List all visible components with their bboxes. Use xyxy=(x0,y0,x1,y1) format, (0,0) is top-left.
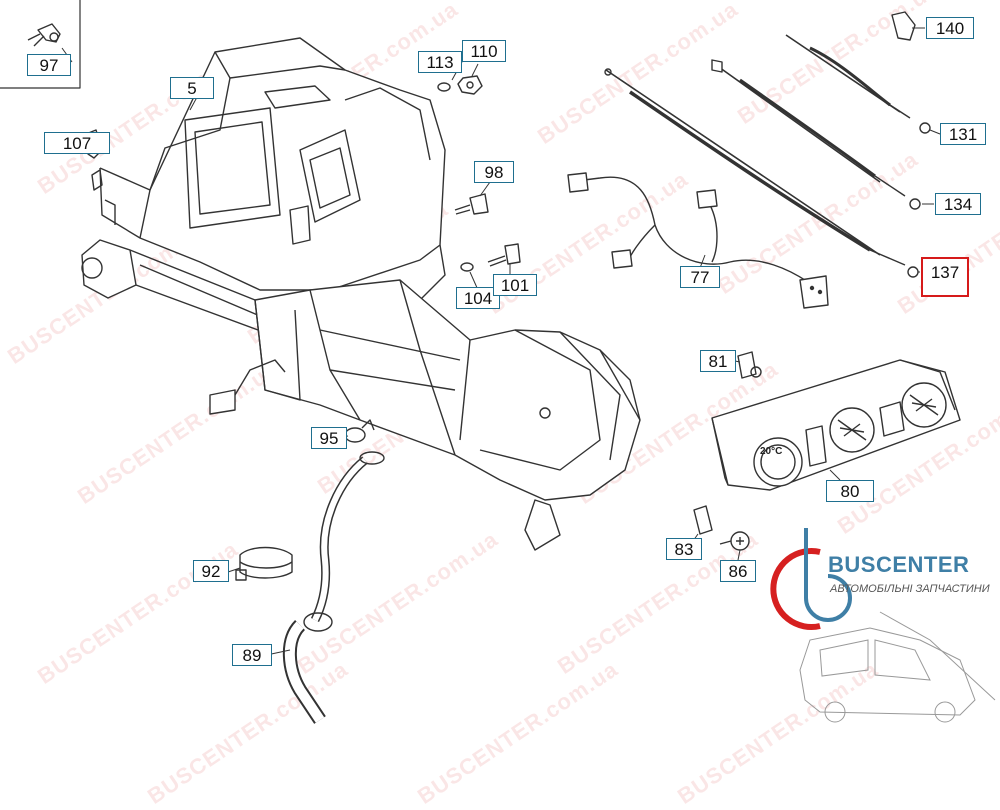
callout-81[interactable]: 81 xyxy=(700,350,736,372)
callout-5[interactable]: 5 xyxy=(170,77,214,99)
part-104-washer-101-bolt xyxy=(460,243,521,272)
callout-107[interactable]: 107 xyxy=(44,132,110,154)
callout-113[interactable]: 113 xyxy=(418,51,462,73)
blower-duct-assembly xyxy=(209,279,641,551)
part-81-bulb-holder xyxy=(737,351,762,379)
part-80-control-panel xyxy=(711,359,961,491)
callout-98[interactable]: 98 xyxy=(474,161,514,183)
buscenter-logo-icon xyxy=(770,528,852,630)
exploded-view-drawing xyxy=(0,0,996,724)
part-140-clip xyxy=(891,11,916,41)
part-89-hose xyxy=(282,451,385,724)
brand-tagline: АВТОМОБІЛЬНІ ЗАПЧАСТИНИ xyxy=(830,583,990,595)
part-113-washer-110-nut xyxy=(437,75,483,95)
part-77-wiring-harness xyxy=(567,172,829,309)
part-98-screw xyxy=(454,193,489,215)
callout-97[interactable]: 97 xyxy=(27,54,71,76)
callout-137[interactable]: 137 xyxy=(921,257,969,297)
brand-name: BUSCENTER xyxy=(828,552,970,577)
part-134-control-cable xyxy=(711,59,921,210)
callout-140[interactable]: 140 xyxy=(926,17,974,39)
callout-83[interactable]: 83 xyxy=(666,538,702,560)
part-131-control-cable xyxy=(785,34,931,134)
callout-131[interactable]: 131 xyxy=(940,123,986,145)
callout-104[interactable]: 104 xyxy=(456,287,500,309)
temperature-knob-label: 20°C xyxy=(760,446,783,457)
callout-86[interactable]: 86 xyxy=(720,560,756,582)
callout-110[interactable]: 110 xyxy=(462,40,506,62)
callout-92[interactable]: 92 xyxy=(193,560,229,582)
callout-134[interactable]: 134 xyxy=(935,193,981,215)
van-illustration xyxy=(799,611,996,723)
part-92-hose-clamp xyxy=(235,546,293,581)
part-86-screw xyxy=(719,531,750,551)
callout-80[interactable]: 80 xyxy=(826,480,874,502)
heater-housing-5 xyxy=(81,37,446,331)
callout-95[interactable]: 95 xyxy=(311,427,347,449)
part-83-clip xyxy=(693,505,713,535)
part-97-clip-frame xyxy=(0,0,81,89)
callout-101[interactable]: 101 xyxy=(493,274,537,296)
callout-77[interactable]: 77 xyxy=(680,266,720,288)
callout-89[interactable]: 89 xyxy=(232,644,272,666)
